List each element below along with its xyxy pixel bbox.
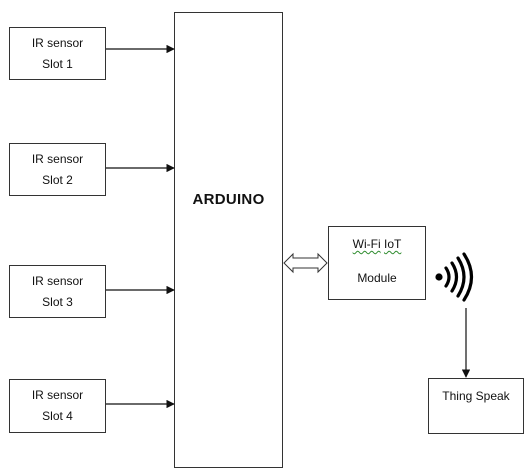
sensor-slot: Slot 4 (42, 409, 73, 423)
arduino-label: ARDUINO (192, 191, 265, 208)
thing-speak-box: Thing Speak (428, 378, 524, 434)
sensor-slot: Slot 3 (42, 294, 73, 309)
wifi-iot-word: IoT (383, 237, 402, 251)
sensor-label: IR sensor (31, 273, 84, 288)
wireless-signal-icon (435, 252, 474, 302)
sensor-slot: Slot 1 (42, 56, 73, 71)
ir-sensor-slot-1-box: IR sensor Slot 1 (9, 27, 106, 80)
sensor-slot: Slot 2 (42, 172, 73, 187)
sensor-label: IR sensor (31, 388, 84, 402)
wifi-module-title: Wi-Fi IoT (329, 237, 425, 251)
ir-sensor-slot-2-box: IR sensor Slot 2 (9, 143, 106, 196)
sensor-label: IR sensor (31, 151, 84, 166)
thing-speak-label: Thing Speak (442, 389, 510, 403)
arduino-block: ARDUINO (174, 12, 283, 468)
sensor-label: IR sensor (31, 35, 84, 50)
wifi-module-subtitle: Module (357, 271, 397, 285)
ir-sensor-slot-4-box: IR sensor Slot 4 (9, 379, 106, 433)
wifi-prefix: Wi-Fi (352, 237, 381, 251)
bidirectional-arrow (283, 252, 328, 274)
wifi-iot-module-box: Wi-Fi IoT Module (328, 226, 426, 300)
ir-sensor-slot-3-box: IR sensor Slot 3 (9, 265, 106, 318)
